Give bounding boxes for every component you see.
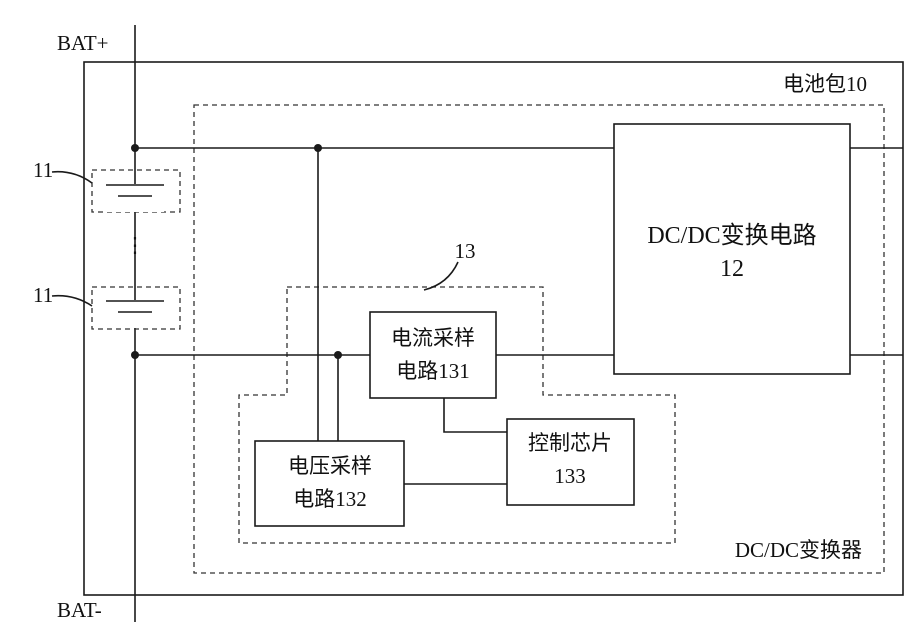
voltage-sampling-label: 电压采样 [288,454,372,478]
dcdc-converter-label: DC/DC变换器 [735,538,862,562]
sampling-group-leader [424,262,458,290]
battery-cell-2-gap [106,300,164,328]
voltage-sampling-number: 电路132 [293,487,367,511]
junction-dot [334,351,342,359]
control-chip-number: 133 [554,464,586,488]
battery-pack-label: 电池包10 [783,72,867,96]
dcdc-circuit-label: DC/DC变换电路 [647,222,816,249]
junction-dot [314,144,322,152]
dcdc-circuit-number: 12 [720,256,744,282]
bat-minus-label: BAT- [57,598,102,622]
cell-ref-top-leader [52,172,92,183]
bat-plus-label: BAT+ [57,31,109,55]
cell-ref-top: 11 [33,158,53,182]
sampling-group-ref: 13 [455,239,476,263]
junction-dot [131,351,139,359]
current-sampling-box [370,312,496,398]
junction-dot [131,144,139,152]
battery-cell-1-gap [106,184,164,212]
current-sampling-number: 电路131 [396,359,470,383]
cell-ref-bottom-leader [52,296,92,306]
dcdc-circuit-box [614,124,850,374]
cells-ellipsis: ⋮ [125,233,146,257]
current-to-chip-wire [444,398,507,432]
cell-ref-bottom: 11 [33,283,53,307]
control-chip-label: 控制芯片 [528,431,612,455]
current-sampling-label: 电流采样 [391,326,475,350]
